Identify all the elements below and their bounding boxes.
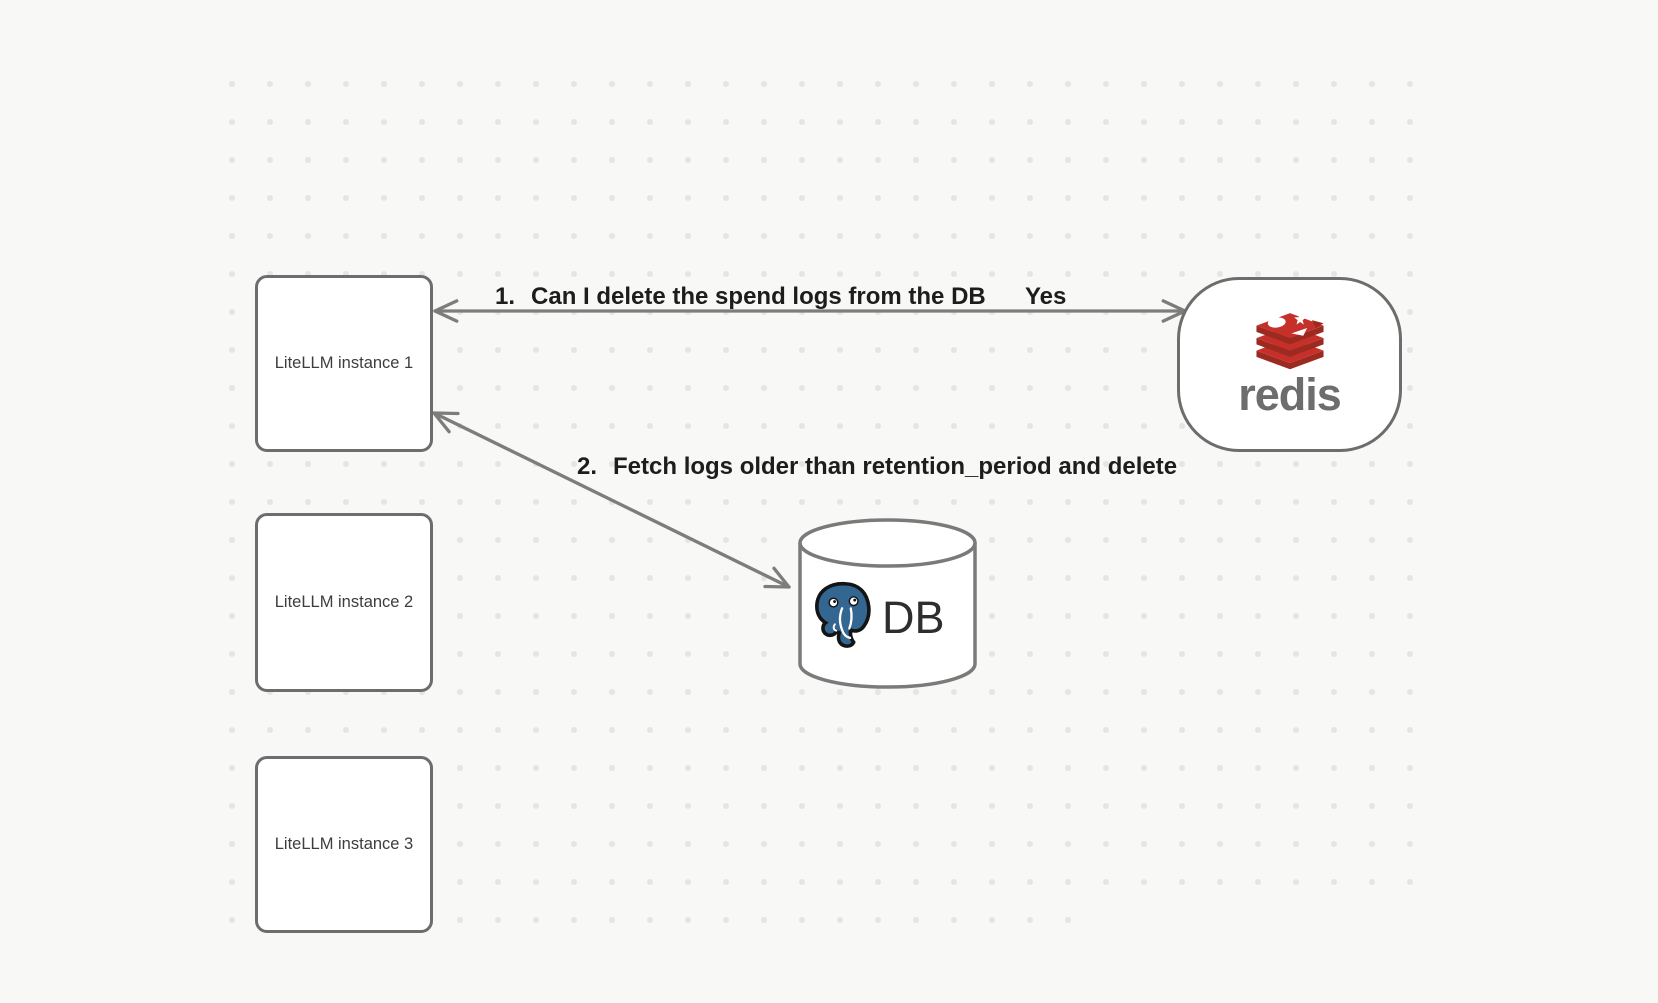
node-label: LiteLLM instance 2	[274, 593, 414, 611]
node-redis[interactable]: redis	[1177, 277, 1402, 452]
arrow-instance1-db[interactable]	[432, 411, 791, 589]
postgresql-elephant-icon	[815, 581, 871, 648]
arrow-2-label[interactable]: 2. Fetch logs older than retention_perio…	[577, 453, 1177, 481]
redis-logo-icon	[1255, 312, 1324, 369]
arrow-1-text: Can I delete the spend logs from the DB	[531, 283, 986, 310]
arrow-2-text: Fetch logs older than retention_period a…	[613, 453, 1178, 480]
node-label: LiteLLM instance 3	[274, 835, 414, 853]
arrow-2-number: 2.	[577, 453, 598, 480]
node-label: LiteLLM instance 1	[274, 354, 414, 372]
database-cylinder-icon	[798, 518, 977, 689]
arrow-1-number: 1.	[495, 283, 516, 310]
arrow-1-response[interactable]: Yes	[1025, 283, 1067, 310]
node-litellm-instance-3[interactable]: LiteLLM instance 3	[255, 756, 433, 933]
arrow-1-label[interactable]: 1. Can I delete the spend logs from the …	[495, 283, 986, 311]
db-label: DB	[882, 591, 945, 643]
node-litellm-instance-2[interactable]: LiteLLM instance 2	[255, 513, 433, 692]
node-database[interactable]: DB	[798, 517, 977, 690]
node-litellm-instance-1[interactable]: LiteLLM instance 1	[255, 275, 433, 452]
redis-wordmark: redis	[1238, 368, 1342, 420]
